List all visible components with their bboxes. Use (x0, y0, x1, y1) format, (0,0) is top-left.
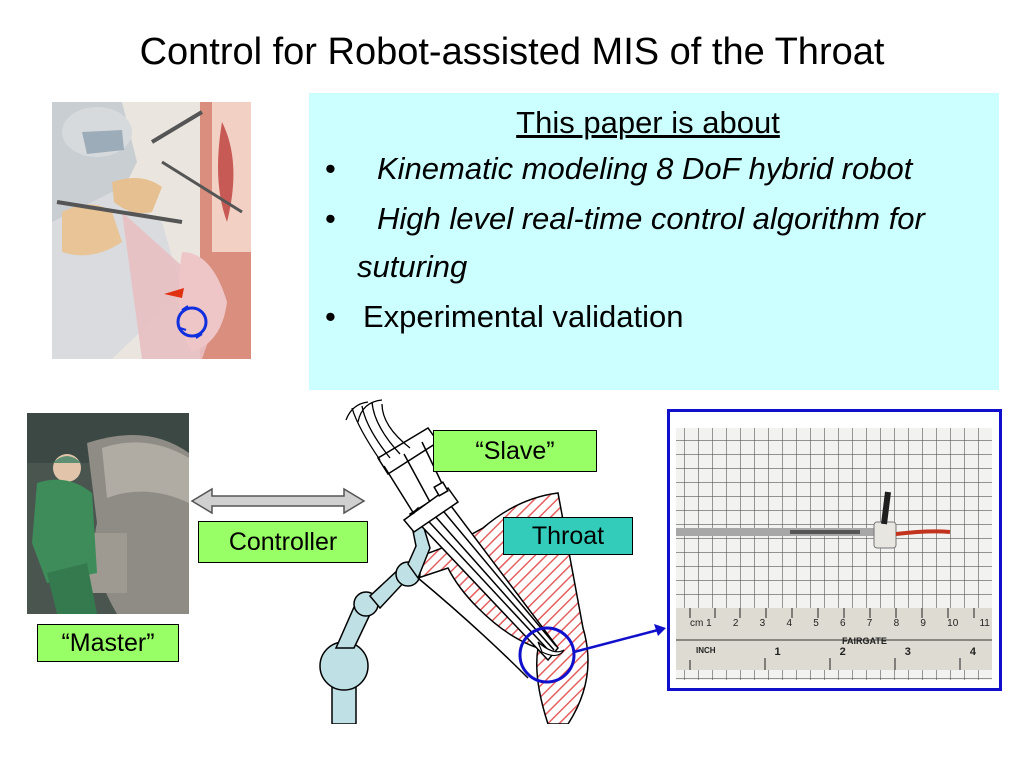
ruler-inch-numbers: INCH 1 2 3 4 (696, 646, 976, 658)
experiment-photo-frame: cm 1 2 3 4 5 6 7 8 9 10 11 FAIRGATE INCH… (667, 409, 1002, 691)
summary-item-kinematic-modeling: Kinematic modeling 8 DoF hybrid robot (323, 145, 973, 193)
robot-arm (319, 506, 431, 724)
summary-item-control-algorithm: High level real-time control algorithm f… (323, 195, 973, 291)
ruler-cm-numbers: cm 1 2 3 4 5 6 7 8 9 10 11 (690, 618, 990, 629)
summary-box: This paper is about Kinematic modeling 8… (309, 93, 999, 390)
master-console-photo (27, 413, 189, 614)
callout-connector-arrow (573, 624, 666, 654)
instrument-rod (676, 528, 876, 536)
slave-label: “Slave” (433, 430, 597, 472)
double-headed-arrow-icon (190, 487, 366, 515)
summary-heading: This paper is about (516, 105, 780, 140)
controller-label: Controller (198, 521, 368, 563)
throat-label: Throat (503, 517, 633, 555)
instrument-wires (345, 399, 411, 461)
surgeon-illustration (52, 102, 251, 359)
robot-throat-diagram (319, 399, 589, 724)
ruler (676, 608, 992, 670)
callout-circle-icon (518, 626, 576, 684)
master-label: “Master” (37, 624, 179, 662)
summary-list: Kinematic modeling 8 DoF hybrid robot Hi… (323, 145, 973, 341)
summary-item-experimental-validation: Experimental validation (323, 293, 973, 341)
instrument-shaft (376, 427, 559, 662)
ruler-brand: FAIRGATE (842, 636, 887, 646)
slide-title: Control for Robot-assisted MIS of the Th… (139, 31, 885, 73)
